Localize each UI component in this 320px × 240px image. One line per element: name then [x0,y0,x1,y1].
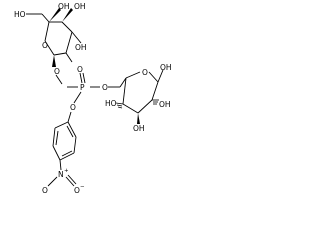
top-sugar-ring [26,13,82,63]
label-top-oh-3: OH [75,43,87,52]
label-top-oh-1: OH [58,2,70,11]
label-right-oh-2: OH [159,100,171,109]
label-right-ring-o: O [142,68,148,77]
label-nitro-plus: + [64,168,69,174]
label-nitro-o-left: O [42,186,48,195]
label-link-o-1: O [54,67,60,76]
right-sugar-ring [108,69,164,114]
atom-labels: HO OH OH O OH O P O O O O OH HO OH OH N … [14,2,172,195]
label-nitro-n: N [58,170,64,179]
right-sugar-stereo [115,99,159,124]
label-top-ring-o: O [42,41,48,50]
label-phosphorus: P [80,83,85,92]
label-nitro-minus: − [80,184,85,190]
molecule-structure: HO OH OH O OH O P O O O O OH HO OH OH N … [14,2,172,195]
structure-diagram: HO OH OH O OH O P O O O O OH HO OH OH N … [0,0,175,202]
top-sugar-wedges [49,8,73,67]
label-right-oh-1: OH [160,63,172,72]
nitrophenyl-ring [47,121,77,187]
label-nitro-o-right: O [74,186,80,195]
label-right-ho: HO [105,99,117,108]
phosphate-bonds [55,72,100,123]
label-top-ho: HO [14,10,26,19]
label-link-o-3: O [70,103,76,112]
label-p-double-o: O [77,65,83,74]
label-right-oh-3: OH [133,124,145,133]
label-link-o-2: O [102,83,108,92]
label-top-oh-2: OH [74,2,86,11]
